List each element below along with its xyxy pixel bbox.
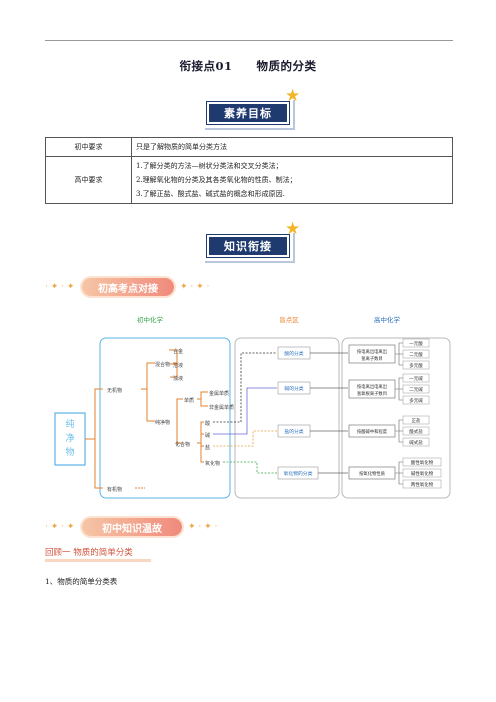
blind-region xyxy=(234,337,340,499)
star-icon: ★ xyxy=(285,86,301,106)
sparkle-icon: · ✦ · ✦ xyxy=(45,522,75,532)
header-rule xyxy=(45,40,453,41)
list-item: 1、物质的简单分类表 xyxy=(45,577,118,586)
level-cell: 高中要求 xyxy=(45,156,132,204)
banner-suyang: 素养目标 xyxy=(203,98,293,128)
acid-type: 二元酸 xyxy=(409,351,423,358)
svg-text:按电离出电离出: 按电离出电离出 xyxy=(357,383,387,390)
banner-zhishi: 知识衔接 xyxy=(203,231,293,261)
base-label: 碱 xyxy=(205,432,210,439)
requirement-cell: 1.了解分类的方法—树状分类法和交叉分类法； 2.理解氧化物的分类及其各类氧化物… xyxy=(131,156,453,204)
banner-label: 知识衔接 xyxy=(206,234,290,258)
svg-text:氢离子数目: 氢离子数目 xyxy=(361,355,382,362)
oxide-type: 两性氧化物 xyxy=(411,481,434,488)
svg-text:纯: 纯 xyxy=(65,418,74,430)
acid-label: 酸 xyxy=(205,420,210,427)
junior-region xyxy=(99,337,231,499)
sparkle-icon: ✦ · ✦ · xyxy=(180,282,210,292)
svg-text:物: 物 xyxy=(65,446,74,458)
banner-label: 素养目标 xyxy=(206,101,290,125)
acid-link xyxy=(213,352,277,423)
requirement-line: 3.了解正盐、酸式盐、碱式盐的概念和形成原因. xyxy=(136,190,285,198)
compound-label: 化合物 xyxy=(175,441,190,448)
oxide-link xyxy=(223,461,277,474)
table-row: 高中要求 1.了解分类的方法—树状分类法和交叉分类法； 2.理解氧化物的分类及其… xyxy=(45,156,453,204)
salt-cls: 盐的分类 xyxy=(284,428,303,435)
requirement-line: 1.了解分类的方法—树状分类法和交叉分类法； xyxy=(136,162,283,170)
nonmetal-label: 非金属单质 xyxy=(209,404,234,411)
acid-type: 多元酸 xyxy=(409,362,423,369)
acid-type: 一元酸 xyxy=(409,340,423,347)
base-type: 二元碱 xyxy=(409,386,423,393)
section-banner: 初中知识温故 xyxy=(82,518,182,536)
requirement-line: 2.理解氧化物的分类及其各类氧化物的性质、制法； xyxy=(136,176,297,184)
pure-label: 纯净物 xyxy=(155,419,170,426)
organic-label: 有机物 xyxy=(107,486,122,493)
requirement-cell: 只是了解物质的简单分类方法 xyxy=(131,137,453,157)
acid-cls: 酸的分类 xyxy=(284,350,303,357)
oxide-type: 碱性氧化物 xyxy=(411,470,434,477)
sparkle-icon: · ✦ · ✦ xyxy=(45,282,75,292)
base-cls: 碱的分类 xyxy=(284,385,303,392)
classification-diagram: 初中化学 盲点区 高中化学 纯 净 物 无机物 有机物 混合物 纯净物 合金 溶… xyxy=(54,315,451,499)
review-heading: 回顾一 物质的简单分类 xyxy=(45,548,133,558)
root-node xyxy=(54,412,86,466)
level-cell: 初中要求 xyxy=(45,137,132,157)
table-row: 初中要求 只是了解物质的简单分类方法 xyxy=(45,137,453,157)
col-senior: 高中化学 xyxy=(374,315,401,324)
svg-text:按电离出电离出: 按电离出电离出 xyxy=(357,348,387,355)
alloy-label: 合金 xyxy=(173,348,183,355)
salt-type: 正盐 xyxy=(412,417,421,424)
base-link xyxy=(213,387,277,435)
oxide-rule: 按氧化物性质 xyxy=(359,470,385,477)
page-title: 衔接点01 物质的分类 xyxy=(179,59,317,73)
mixture-label: 混合物 xyxy=(155,361,170,368)
turbid-label: 浊液 xyxy=(173,375,183,382)
base-type: 多元碱 xyxy=(409,397,423,404)
salt-type: 碱式盐 xyxy=(409,439,423,446)
svg-text:氢氧根离子数目: 氢氧根离子数目 xyxy=(357,390,387,397)
oxide-label: 氧化物 xyxy=(205,460,220,467)
svg-text:净: 净 xyxy=(65,432,74,444)
simple-label: 单质 xyxy=(184,397,194,404)
col-junior: 初中化学 xyxy=(137,315,164,324)
inorganic-label: 无机物 xyxy=(107,387,122,394)
salt-link xyxy=(213,430,277,447)
col-blind: 盲点区 xyxy=(279,315,299,324)
metal-label: 金属单质 xyxy=(209,390,229,397)
salt-type: 酸式盐 xyxy=(409,428,423,435)
requirements-table: 初中要求 只是了解物质的简单分类方法 高中要求 1.了解分类的方法—树状分类法和… xyxy=(45,137,453,204)
solution-label: 溶液 xyxy=(173,362,183,369)
section-banner: 初高考点对接 xyxy=(82,278,174,296)
salt-rule: 按酸碱中和程度 xyxy=(357,428,388,435)
salt-label: 盐 xyxy=(205,444,210,451)
sparkle-icon: ✦ · ✦ · xyxy=(188,522,218,532)
oxide-type: 酸性氧化物 xyxy=(411,459,434,466)
base-type: 一元碱 xyxy=(409,375,423,382)
senior-region xyxy=(341,337,451,499)
review-highlight xyxy=(45,559,151,562)
star-icon: ★ xyxy=(285,219,301,239)
oxide-cls: 氧化物的分类 xyxy=(284,470,313,477)
